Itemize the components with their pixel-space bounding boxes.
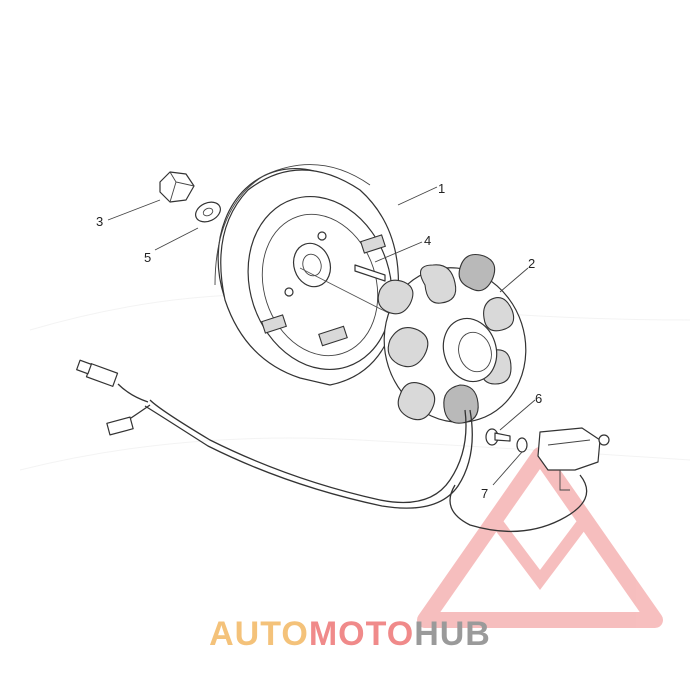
- nut: [159, 171, 195, 203]
- stator: [377, 253, 527, 424]
- callout-6: 6: [535, 391, 542, 406]
- watermark-auto: AUTO: [209, 615, 309, 653]
- screw: [485, 428, 511, 446]
- washer: [195, 201, 221, 223]
- callout-1: 1: [438, 181, 445, 196]
- callout-5: 5: [144, 250, 151, 265]
- watermark-hub: HUB: [414, 615, 491, 653]
- connector-lower: [106, 416, 134, 436]
- callout-3: 3: [96, 214, 103, 229]
- leader-lines: [107, 186, 536, 486]
- watermark-logo: AUTOMOTOHUB: [0, 615, 700, 654]
- callout-2: 2: [528, 256, 535, 271]
- callout-7: 7: [481, 486, 488, 501]
- key-pin: [354, 264, 386, 282]
- spring-washer: [516, 437, 528, 453]
- flywheel-rotor: [214, 164, 400, 386]
- callout-4: 4: [424, 233, 431, 248]
- watermark-triangle: [417, 447, 663, 628]
- pickup-coil: [537, 427, 610, 491]
- wiring-harness: [117, 383, 588, 533]
- watermark-moto: MOTO: [308, 615, 415, 653]
- connector-upper: [76, 359, 119, 387]
